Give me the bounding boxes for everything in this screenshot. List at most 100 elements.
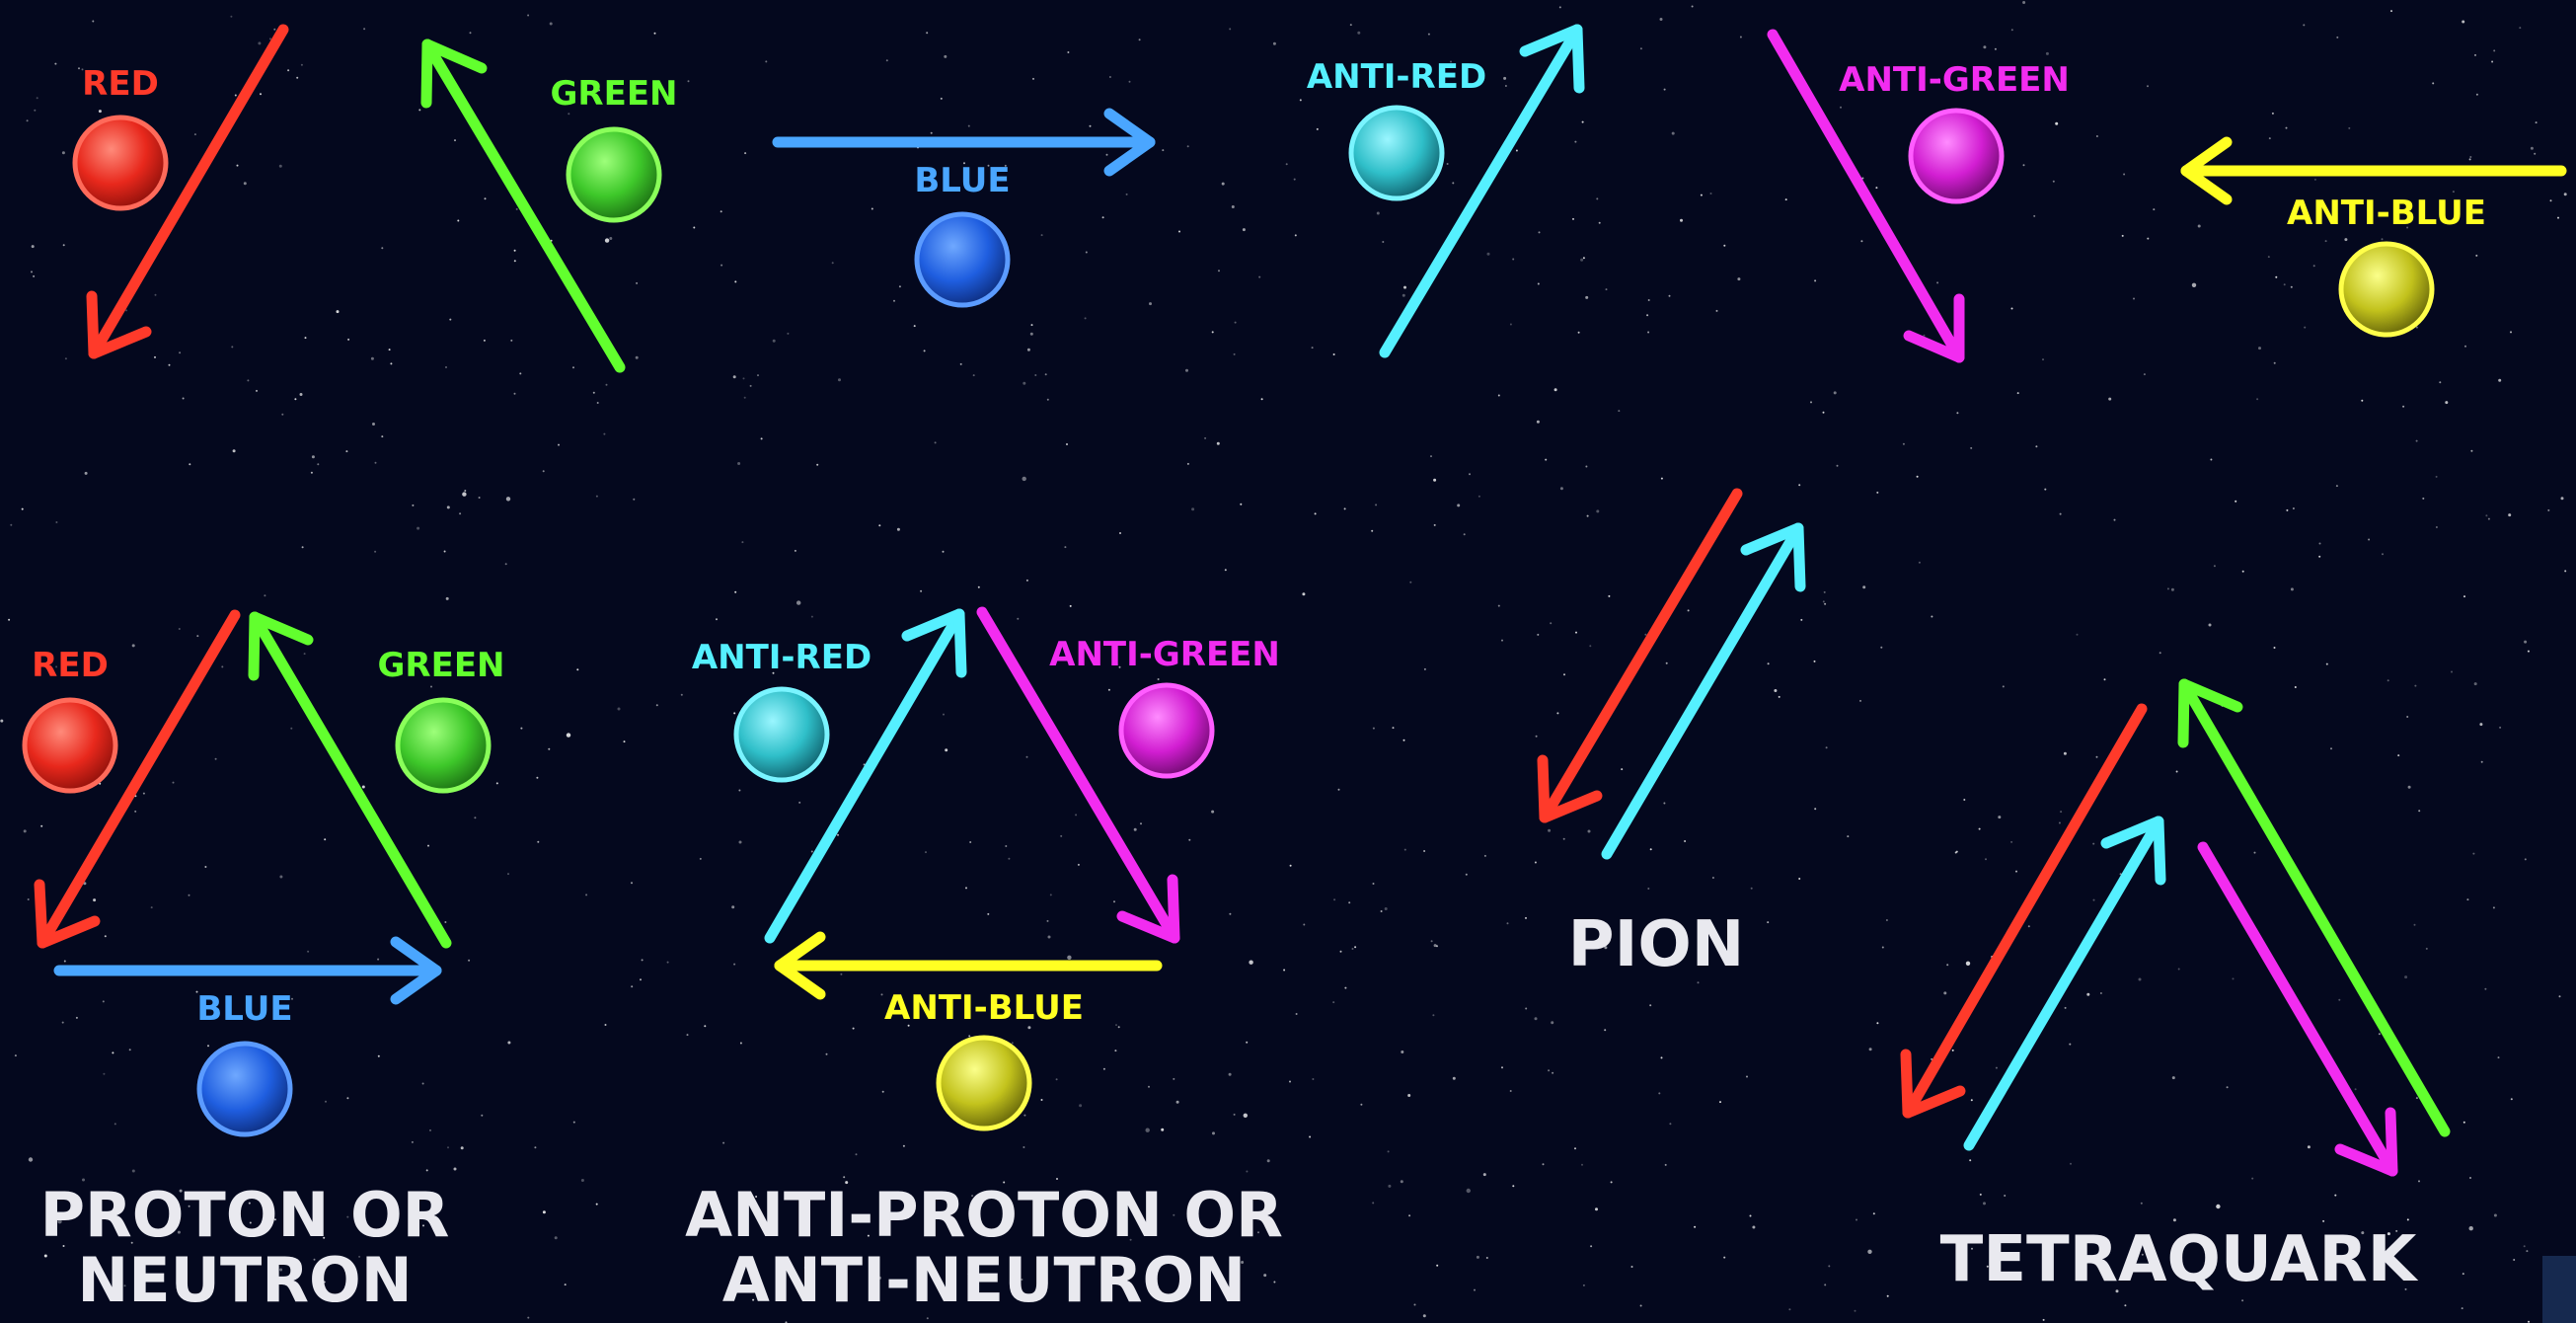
star [1559,487,1563,491]
star [483,339,486,342]
star [2292,507,2295,509]
star [1463,533,1466,536]
star [965,887,967,890]
star [1023,381,1026,385]
star [666,961,669,964]
star [1824,602,1827,605]
star [1856,86,1858,89]
star [1618,410,1621,413]
star [2334,1194,2337,1197]
star [1025,755,1028,758]
star [1563,673,1565,676]
star [221,665,224,668]
star [429,1128,431,1131]
star [2468,158,2471,161]
star [325,1100,327,1103]
star [1723,1256,1726,1259]
star [617,707,621,711]
star [43,1254,47,1258]
star [534,1146,537,1149]
star [1246,1041,1249,1044]
star [549,22,553,26]
star [1314,512,1317,515]
star [345,450,348,453]
star [1985,858,1987,861]
star [732,375,736,379]
star [1562,837,1565,840]
star [2099,992,2102,994]
star [2268,137,2271,140]
star [1525,1007,1528,1010]
star [294,398,297,401]
star [810,850,813,853]
star [1596,197,1599,200]
star [131,644,135,648]
star [459,512,462,515]
star [1249,960,1253,965]
star [2535,121,2538,124]
star [1231,205,1235,208]
star [1715,309,1718,312]
star [1465,873,1468,876]
star [631,985,634,988]
star [317,463,320,466]
star [1778,695,1780,698]
star [1402,293,1405,297]
star [2463,595,2465,598]
star [655,704,658,707]
star [1294,234,1297,237]
star [1344,986,1347,989]
star [2170,587,2174,591]
star [595,1203,598,1206]
anti-green-arrow-head [1903,293,1965,363]
star [1333,898,1336,901]
star [1585,465,1588,468]
star [1840,106,1842,109]
star [449,318,452,321]
anti-red-arrow-shaft [1379,24,1583,358]
star [2469,156,2472,158]
star [796,600,801,605]
star [299,393,303,396]
tetraquark-group: TETRAQUARK [1900,678,2451,1296]
star [926,32,929,35]
star [585,894,588,896]
star [845,1181,849,1185]
star [1263,1274,1267,1278]
star [1647,299,1650,301]
star [1774,689,1778,692]
star [57,1219,62,1224]
star [346,1215,349,1218]
star [1931,615,1933,618]
star [2258,347,2261,350]
green-label: GREEN [551,74,678,114]
star [1538,231,1541,234]
star [2491,60,2494,63]
star [1371,529,1374,532]
star [2303,24,2306,27]
blue-ball [914,211,1011,308]
star [125,309,128,312]
star [733,712,736,715]
star [1598,221,1601,224]
anti-red-ball [1348,105,1445,201]
star [98,110,102,114]
star [2414,684,2417,687]
star [296,76,299,79]
star [893,299,895,302]
star [1216,441,1220,445]
anti-green-label: ANTI-GREEN [1839,60,2070,100]
star [474,817,477,819]
star [2422,497,2425,500]
star [1023,1114,1026,1117]
star [604,238,610,243]
star [1049,894,1052,896]
star [1382,241,1385,243]
star [2113,518,2116,521]
star [1409,581,1412,584]
star [1131,657,1134,660]
star [513,249,516,252]
star [898,285,901,288]
star [987,164,990,167]
